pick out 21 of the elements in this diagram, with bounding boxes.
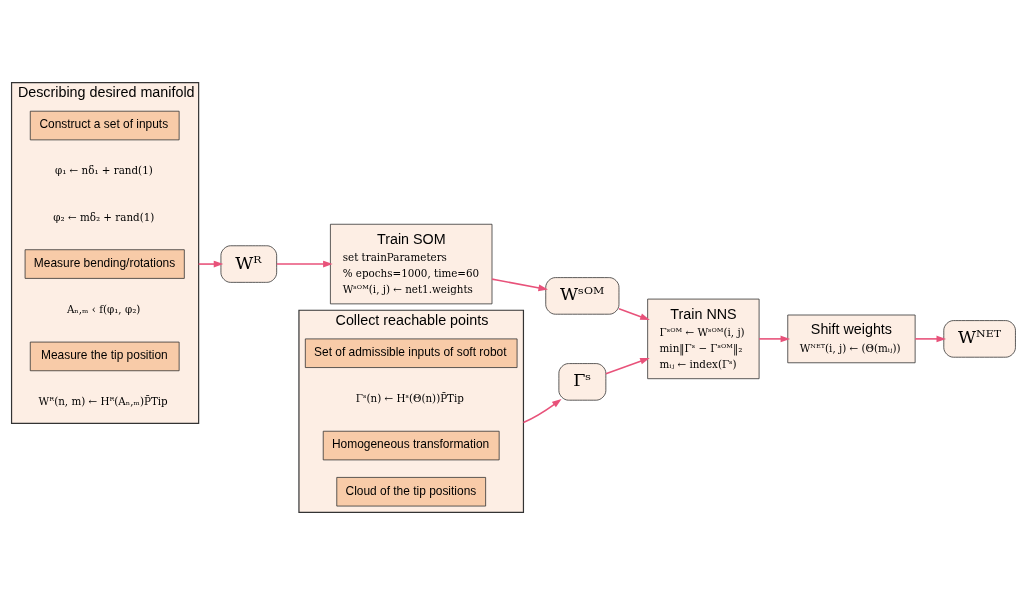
arrow: [276, 260, 333, 267]
node-box: Set of admissible inputs of soft robot: [304, 338, 518, 368]
node-box: Train NNS Γˢᴼᴹ ← Wˢᴼᴹ(i, j) min‖Γˢ − Γˢᴼᴹ‖₂ mᵢⱼ ← index(Γˢ): [647, 298, 760, 379]
node-box: Measure the tip position: [29, 341, 180, 371]
node-box: Train SOM set trainParameters % epochs=1000, time=60 Wˢᴼᴹ(i, j) ← net1.weights: [330, 223, 493, 304]
arrow: [618, 307, 650, 320]
node-box: Measure bending/rotations: [24, 248, 185, 279]
node-box: Wᴿ: [220, 244, 278, 283]
node-box: Γˢ: [558, 362, 607, 401]
node-box: Wˢᴼᴹ: [545, 276, 620, 315]
arrow: [605, 357, 650, 374]
arrow: [522, 398, 562, 423]
node-box: Homogeneous transformation: [322, 430, 500, 460]
arrow: [758, 335, 791, 342]
node-box: Wᴺᴱᵀ: [943, 319, 1016, 358]
node-box: Construct a set of inputs: [29, 110, 180, 140]
node-box: Shift weights Wᴺᴱᵀ(i, j) ← (Θ(mᵢⱼ)): [787, 314, 916, 363]
arrow: [914, 335, 947, 342]
node-box: Cloud of the tip positions: [336, 476, 487, 506]
arrow: [491, 277, 548, 291]
arrow: [197, 260, 224, 267]
